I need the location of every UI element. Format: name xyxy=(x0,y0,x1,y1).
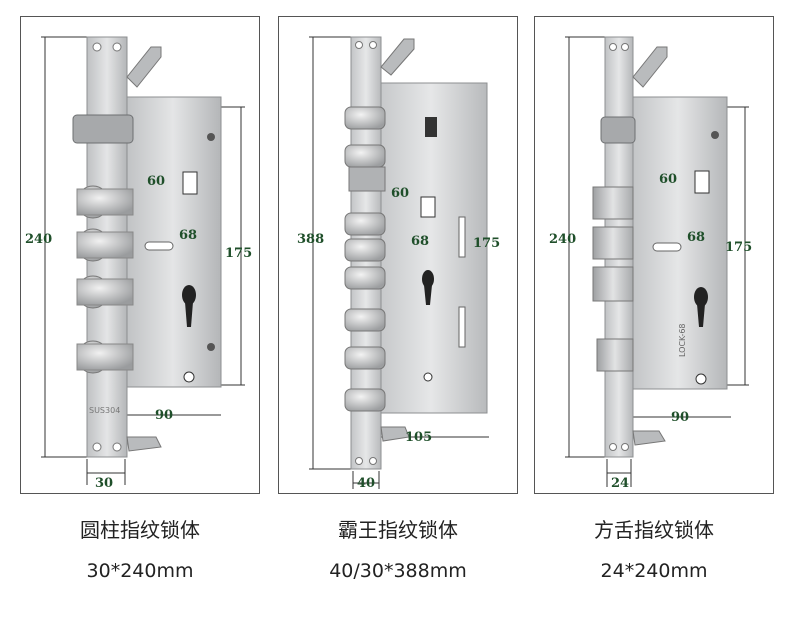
lock-body-illustration-square-tongue: 240 175 60 68 90 24 LOCK-68 xyxy=(549,36,752,491)
product-panel-1: 240 175 60 68 90 30 SUS304 xyxy=(20,16,260,494)
dim-depth-label: 105 xyxy=(405,430,432,445)
dim-center-label: 68 xyxy=(687,230,705,245)
product-panel-3: 240 175 60 68 90 24 LOCK-68 xyxy=(534,16,774,494)
dim-height-label: 240 xyxy=(25,232,52,247)
dim-faceplate-label: 30 xyxy=(95,476,113,491)
product-title-1: 圆柱指纹锁体 xyxy=(80,518,200,542)
dim-depth-label: 90 xyxy=(155,408,173,423)
product-size-3: 24*240mm xyxy=(600,560,708,582)
product-title-3: 方舌指纹锁体 xyxy=(594,518,714,542)
stamp-text: SUS304 xyxy=(89,406,120,415)
dim-height-label: 388 xyxy=(297,232,324,247)
dim-depth-label: 90 xyxy=(671,410,689,425)
dim-faceplate-label: 40 xyxy=(357,476,375,491)
stamp-text: LOCK-68 xyxy=(678,323,687,357)
dim-inner-height-label: 175 xyxy=(473,236,500,251)
dim-faceplate-label: 24 xyxy=(611,476,629,491)
dim-distance-label: 60 xyxy=(659,172,677,187)
lock-body-illustration-overlord: 388 175 60 68 105 40 xyxy=(297,36,500,491)
dim-inner-height-label: 175 xyxy=(225,246,252,261)
dim-center-label: 68 xyxy=(411,234,429,249)
dim-distance-label: 60 xyxy=(147,174,165,189)
dim-center-label: 68 xyxy=(179,228,197,243)
product-panel-2: 388 175 60 68 105 40 xyxy=(278,16,518,494)
product-size-1: 30*240mm xyxy=(86,560,194,582)
dim-distance-label: 60 xyxy=(391,186,409,201)
lock-body-illustration-cylinder: 240 175 60 68 90 30 SUS304 xyxy=(25,36,252,491)
product-title-2: 霸王指纹锁体 xyxy=(338,518,458,542)
dim-height-label: 240 xyxy=(549,232,576,247)
product-size-2: 40/30*388mm xyxy=(329,560,467,582)
dim-inner-height-label: 175 xyxy=(725,240,752,255)
